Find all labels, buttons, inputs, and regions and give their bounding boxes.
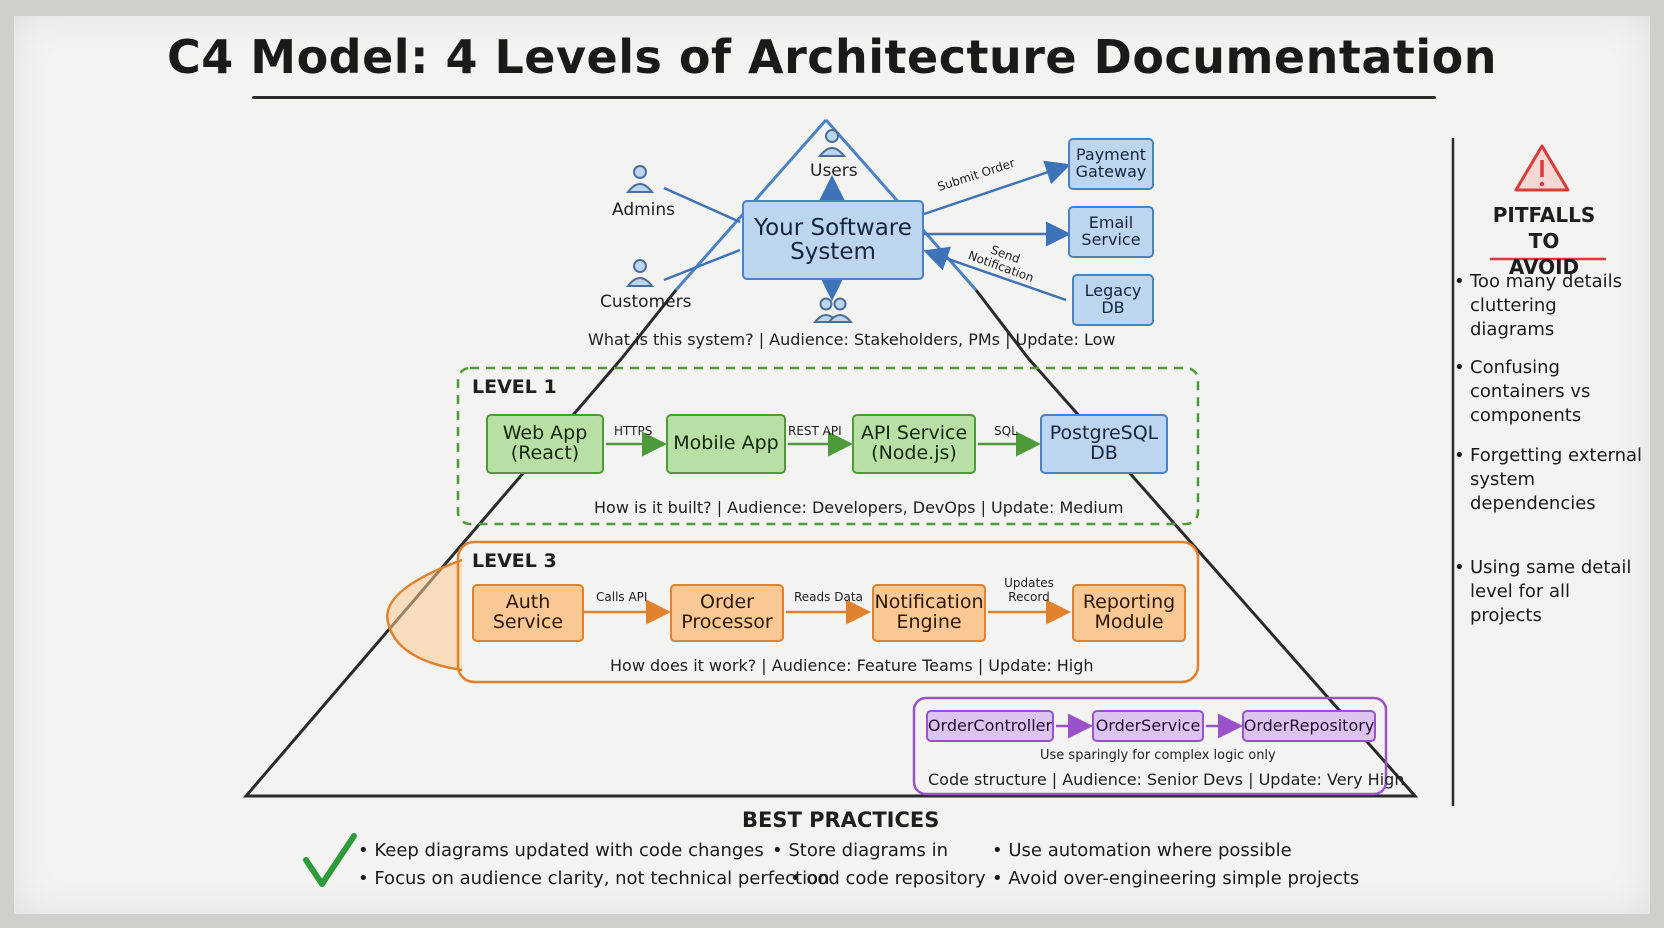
best-practice-item: • Keep diagrams updated with code change… [358, 840, 764, 861]
level1-caption: How is it built? | Audience: Developers,… [594, 498, 1124, 517]
payment-gateway-box[interactable]: Payment Gateway [1068, 138, 1154, 190]
email-service-box[interactable]: Email Service [1068, 206, 1154, 258]
api-service-box[interactable]: API Service (Node.js) [852, 414, 976, 474]
auth-service-box[interactable]: Auth Service [472, 584, 584, 642]
notification-engine-box[interactable]: Notification Engine [872, 584, 986, 642]
code-note: Use sparingly for complex logic only [1040, 748, 1276, 763]
customers-label: Customers [600, 292, 692, 312]
best-practice-item: • Focus on audience clarity, not technic… [358, 868, 830, 889]
order-service-box[interactable]: OrderService [1092, 710, 1204, 742]
best-practices-title: BEST PRACTICES [742, 808, 940, 832]
pitfall-item: •Using same detail level for all project… [1454, 557, 1632, 626]
level1-label: LEVEL 1 [472, 376, 557, 398]
updates-record-label: Updates Record [1004, 576, 1054, 604]
level3-caption: How does it work? | Audience: Feature Te… [610, 656, 1094, 675]
pitfall-item: •Too many details cluttering diagrams [1454, 271, 1622, 340]
code-frame [912, 696, 1388, 796]
code-caption: Code structure | Audience: Senior Devs |… [928, 770, 1405, 789]
level1-frame [456, 366, 1200, 526]
context-caption: What is this system? | Audience: Stakeho… [588, 330, 1116, 349]
order-processor-box[interactable]: Order Processor [670, 584, 784, 642]
person-icons [625, 129, 854, 323]
title-underline [252, 96, 1436, 99]
calls-api-label: Calls API [596, 590, 648, 604]
mobile-app-box[interactable]: Mobile App [666, 414, 786, 474]
order-controller-box[interactable]: OrderController [926, 710, 1054, 742]
level3-lobe [386, 558, 463, 672]
level3-frame [456, 540, 1200, 684]
level3-label: LEVEL 3 [472, 550, 557, 572]
users-label: Users [810, 161, 858, 181]
rest-api-label: REST API [788, 424, 842, 438]
https-label: HTTPS [614, 424, 653, 438]
admins-link [663, 186, 741, 224]
pitfalls-title: PITFALLS TO AVOID [1492, 203, 1596, 279]
customers-link [663, 248, 741, 282]
system-box[interactable]: Your Software System [742, 200, 924, 280]
best-practice-item: • Avoid over-engineering simple projects [992, 868, 1360, 889]
postgresql-box[interactable]: PostgreSQL DB [1040, 414, 1168, 474]
pitfall-item: •Forgetting external system dependencies [1454, 445, 1643, 514]
submit-order-arrow [923, 160, 1071, 216]
legacy-db-box[interactable]: Legacy DB [1072, 274, 1154, 326]
reporting-module-box[interactable]: Reporting Module [1072, 584, 1186, 642]
page-title: C4 Model: 4 Levels of Architecture Docum… [167, 30, 1497, 84]
admins-label: Admins [612, 200, 676, 220]
web-app-box[interactable]: Web App (React) [486, 414, 604, 474]
order-repository-box[interactable]: OrderRepository [1242, 710, 1376, 742]
best-practice-item: • ood code repository [790, 868, 986, 889]
send-notification-arrow [923, 246, 1067, 302]
pitfall-item: •Confusing containers vs components [1454, 357, 1591, 426]
best-practice-item: • Use automation where possible [992, 840, 1292, 861]
checkmark-icon [303, 833, 357, 887]
sql-label: SQL [994, 424, 1018, 438]
reads-data-label: Reads Data [794, 590, 863, 604]
best-practice-item: • Store diagrams in [772, 840, 948, 861]
